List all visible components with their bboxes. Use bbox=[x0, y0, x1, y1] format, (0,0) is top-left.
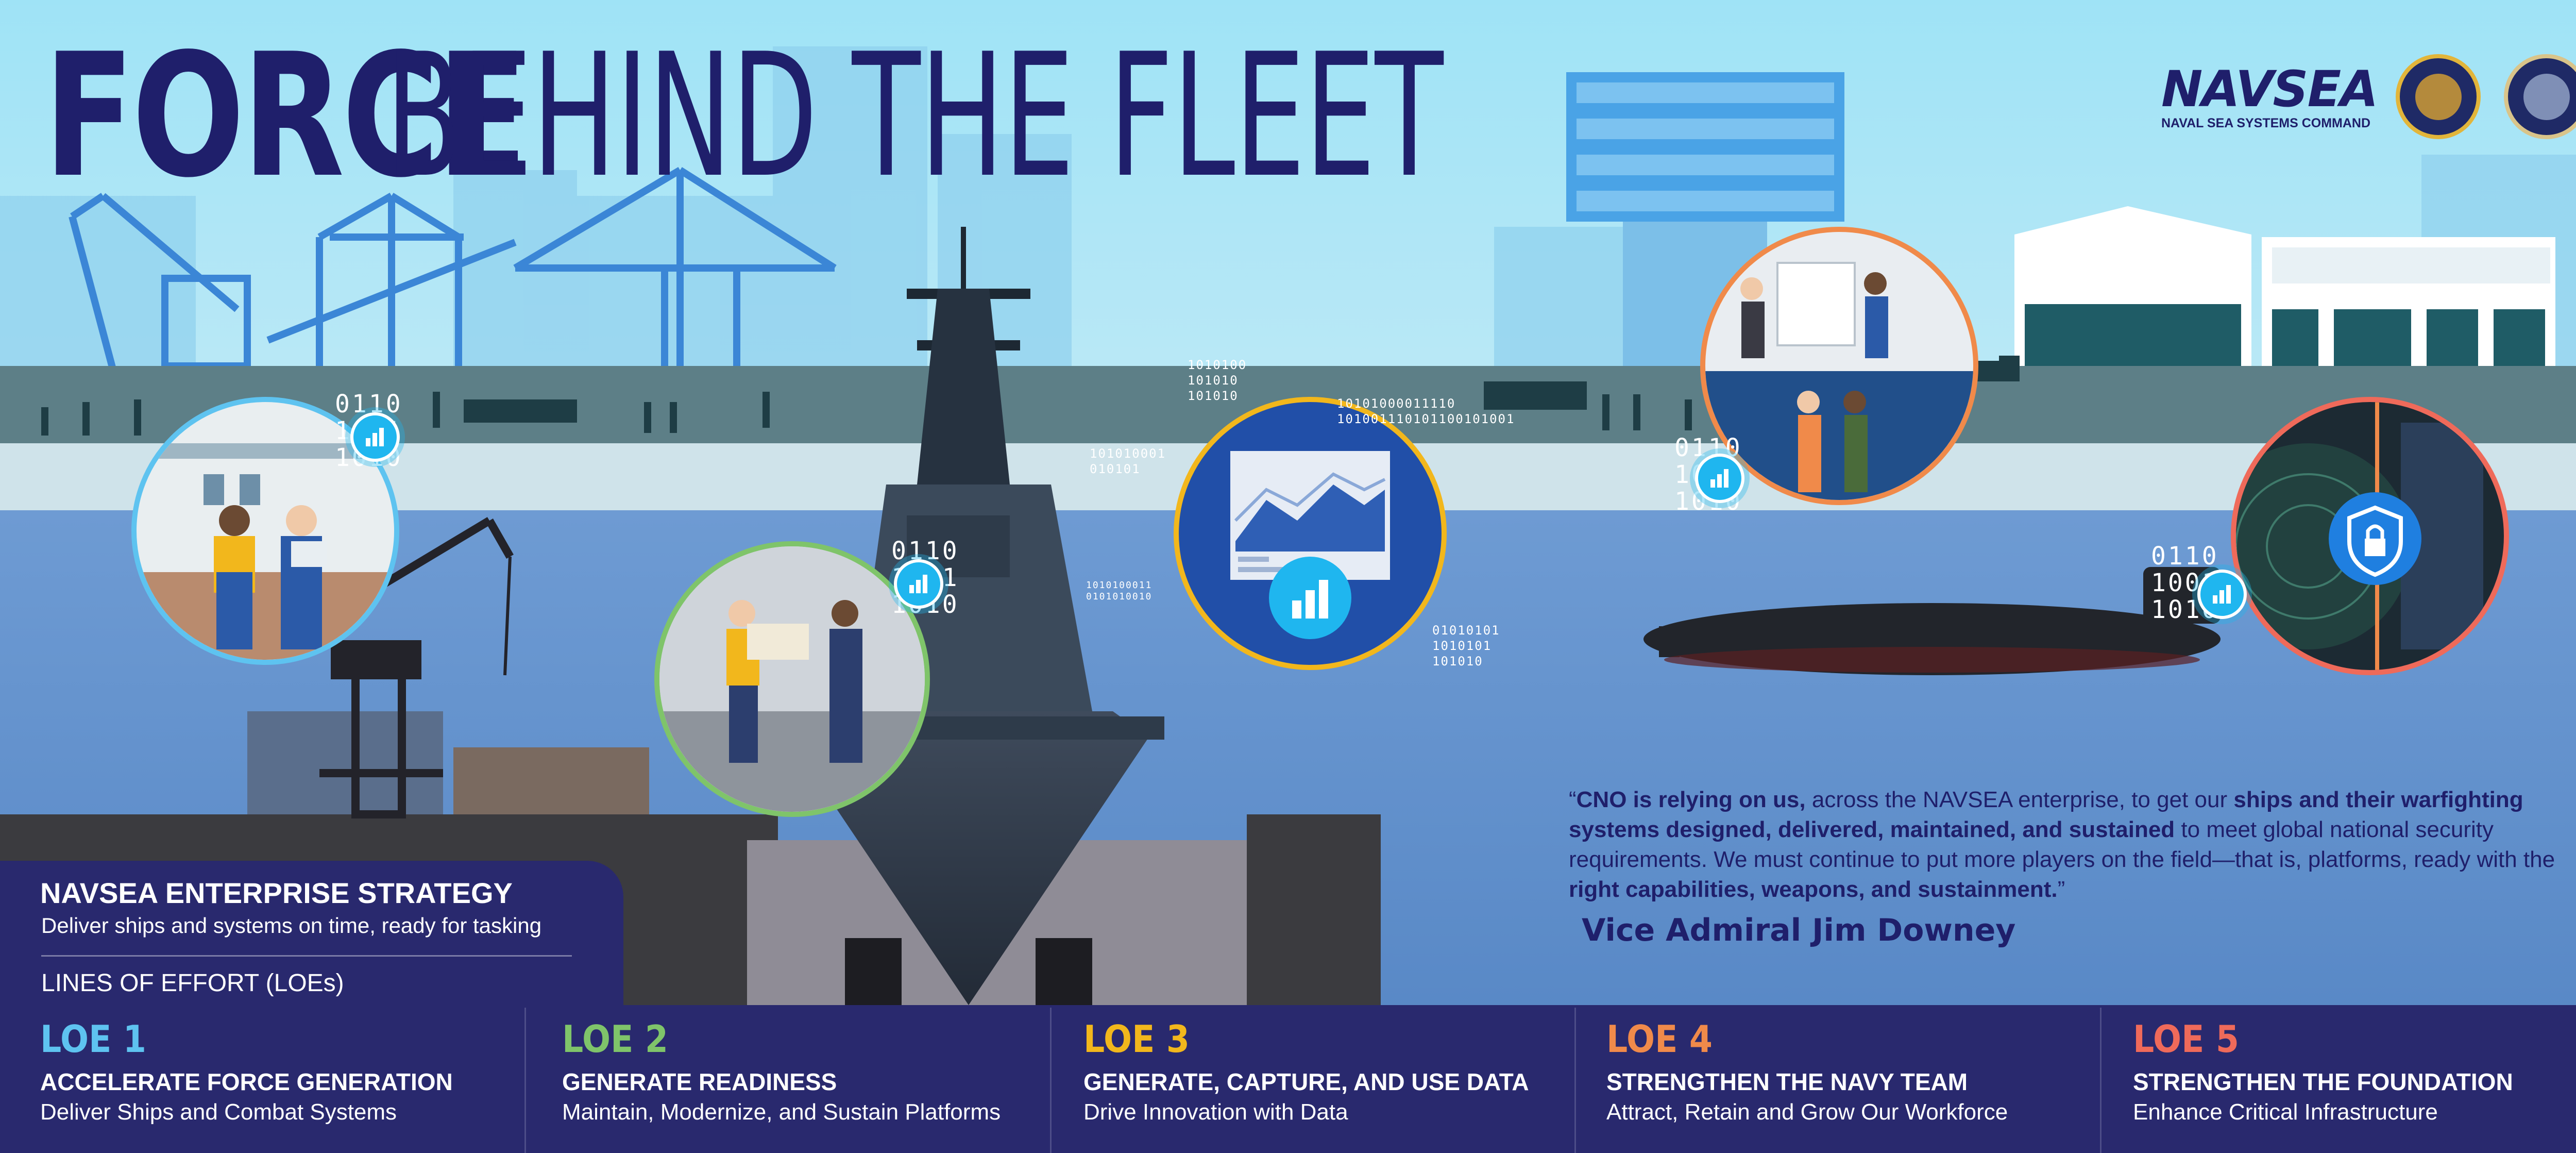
data-node-icon bbox=[2197, 570, 2247, 619]
data-node-icon bbox=[350, 412, 400, 462]
office-building bbox=[1566, 72, 1844, 371]
strategy-panel bbox=[0, 861, 623, 1005]
crane-icon bbox=[69, 166, 837, 372]
loe-description: Enhance Critical Infrastructure bbox=[2133, 1099, 2438, 1125]
loe-heading-text: ACCELERATE FORCE GENERATION bbox=[40, 1068, 453, 1095]
navsea-logo: NAVSEA NAVAL SEA SYSTEMS COMMAND bbox=[2161, 60, 2378, 142]
loe-heading: LINES OF EFFORT (LOEs) bbox=[41, 970, 344, 997]
loe-description: Attract, Retain and Grow Our Workforce bbox=[1606, 1099, 2008, 1125]
dock-crane bbox=[319, 517, 514, 818]
security-vignette-circle bbox=[2231, 397, 2509, 675]
loe-number: LOE 3 bbox=[1083, 1017, 1190, 1061]
divider bbox=[1574, 1008, 1576, 1153]
navsea-wordmark: NAVSEA bbox=[2161, 60, 2378, 118]
loe-item-5: LOE 5 STRENGTHEN THE FOUNDATION Enhance … bbox=[2093, 1005, 2576, 1153]
page-title-bold: FORCE bbox=[44, 17, 528, 215]
submarine-icon bbox=[1643, 567, 2221, 675]
data-node-icon bbox=[894, 559, 943, 609]
navy-seal-icon bbox=[2396, 54, 2481, 139]
loe-heading-text: STRENGTHEN THE NAVY TEAM bbox=[1606, 1068, 1968, 1095]
loe-description: Deliver Ships and Combat Systems bbox=[40, 1099, 397, 1125]
navsea-tagline: NAVAL SEA SYSTEMS COMMAND bbox=[2161, 116, 2371, 130]
loe-description: Drive Innovation with Data bbox=[1083, 1099, 1348, 1125]
data-node-icon bbox=[1695, 454, 1744, 503]
engineers-vignette-circle bbox=[654, 541, 930, 817]
divider bbox=[2100, 1008, 2102, 1153]
loe-number: LOE 2 bbox=[562, 1017, 668, 1061]
page-title: BEHIND THE FLEET bbox=[385, 17, 1444, 215]
loe-heading-text: STRENGTHEN THE FOUNDATION bbox=[2133, 1068, 2513, 1095]
loe-bar bbox=[0, 1005, 2576, 1153]
quote-author: Vice Admiral Jim Downey bbox=[1582, 912, 2016, 948]
cno-quote: “CNO is relying on us, across the NAVSEA… bbox=[1569, 787, 2555, 902]
loe-item-2: LOE 2 GENERATE READINESS Maintain, Moder… bbox=[522, 1005, 1046, 1153]
shield-lock-icon bbox=[2329, 492, 2421, 585]
divider bbox=[1050, 1008, 1052, 1153]
loe-number: LOE 5 bbox=[2133, 1017, 2239, 1061]
chart-icon bbox=[1230, 451, 1390, 639]
loe-item-1: LOE 1 ACCELERATE FORCE GENERATION Delive… bbox=[0, 1005, 524, 1153]
strategy-title: NAVSEA ENTERPRISE STRATEGY bbox=[40, 877, 513, 909]
divider bbox=[41, 955, 572, 957]
department-seal-icon bbox=[2504, 54, 2576, 139]
loe-item-3: LOE 3 GENERATE, CAPTURE, AND USE DATA Dr… bbox=[1043, 1005, 1568, 1153]
team-vignette-circle bbox=[1700, 227, 1978, 505]
loe-item-4: LOE 4 STRENGTHEN THE NAVY TEAM Attract, … bbox=[1566, 1005, 2091, 1153]
loe-heading-text: GENERATE, CAPTURE, AND USE DATA bbox=[1083, 1068, 1529, 1095]
strategy-subtitle: Deliver ships and systems on time, ready… bbox=[41, 913, 542, 938]
loe-description: Maintain, Modernize, and Sustain Platfor… bbox=[562, 1099, 1001, 1125]
loe-number: LOE 1 bbox=[40, 1017, 146, 1061]
loe-number: LOE 4 bbox=[1606, 1017, 1713, 1061]
data-vignette-circle bbox=[1174, 397, 1447, 670]
divider bbox=[524, 1008, 526, 1153]
loe-heading-text: GENERATE READINESS bbox=[562, 1068, 837, 1095]
